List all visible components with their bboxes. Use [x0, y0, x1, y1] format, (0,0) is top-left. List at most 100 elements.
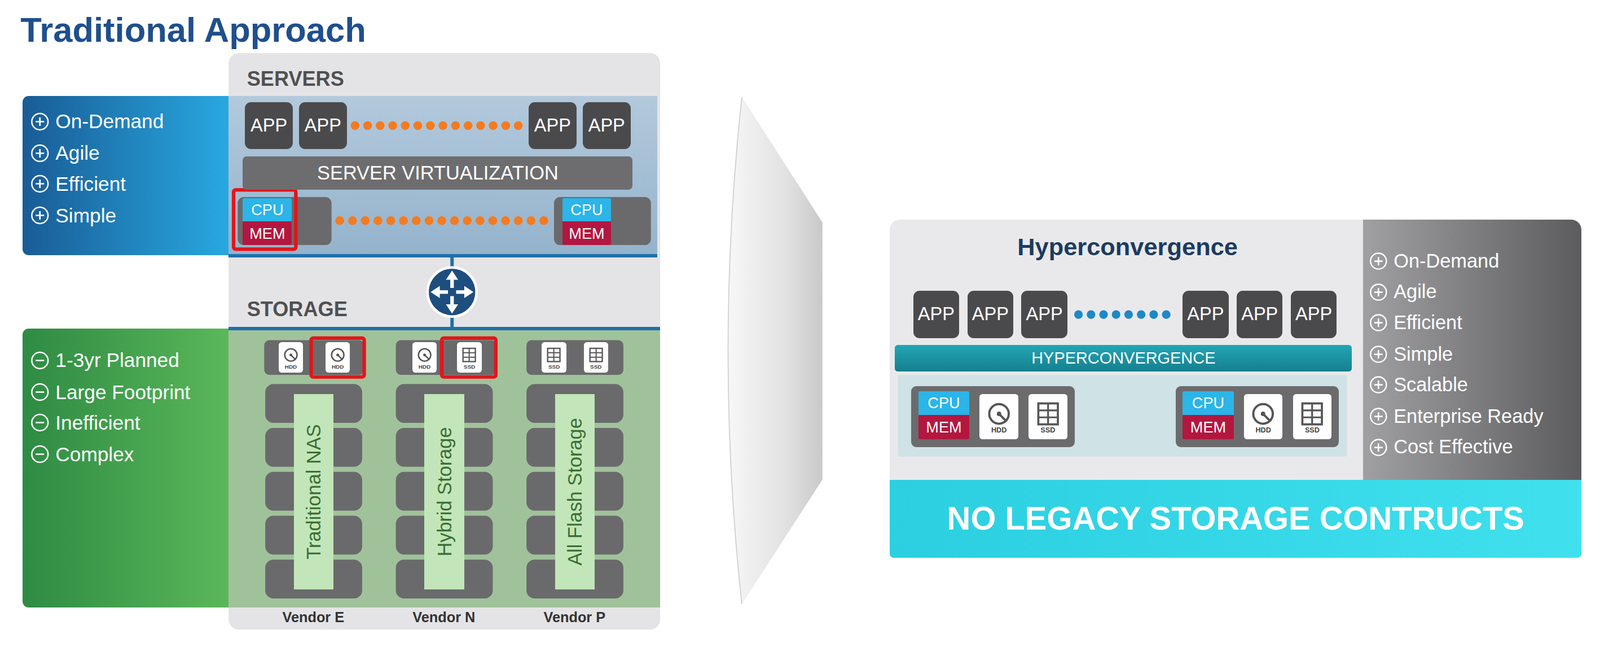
- list-text: On-Demand: [55, 110, 164, 134]
- box-text: APP: [1187, 304, 1224, 325]
- orange-dot: [488, 216, 498, 226]
- list-item: Scalable: [1369, 373, 1468, 397]
- chip-text: CPU: [927, 394, 960, 411]
- icon-bar: [1377, 257, 1380, 266]
- ssd-grid: [1302, 402, 1323, 424]
- list-item: Simple: [30, 203, 117, 227]
- chip-text: MEM: [249, 225, 285, 241]
- box-text: APP: [534, 115, 571, 136]
- ssd-body: [1038, 402, 1058, 424]
- icon-ring: [32, 207, 49, 224]
- box-text: HYPERCONVERGENCE: [1031, 349, 1216, 368]
- icon-bar: [1377, 349, 1380, 359]
- label-box: APP: [299, 102, 347, 149]
- icon-label: SSD: [1040, 426, 1056, 434]
- blue-dot: [1162, 309, 1171, 319]
- list-text: Enterprise Ready: [1393, 405, 1544, 428]
- icon-ring: [32, 175, 49, 192]
- hdd-icon: HDD: [1244, 393, 1283, 439]
- label-box: APP: [582, 102, 631, 149]
- cpu-mem-chip: CPUMEM: [562, 198, 612, 245]
- storage-array: All Flash Storage: [555, 393, 596, 589]
- icon-label: SSD: [463, 363, 476, 370]
- blue-dot: [1074, 309, 1083, 319]
- plus-icon: [1369, 252, 1388, 271]
- disk-shelf: [526, 471, 624, 511]
- box-text: NO LEGACY STORAGE CONTRUCTS: [947, 500, 1525, 537]
- disk-glyph: [1034, 400, 1062, 427]
- label-box: HYPERCONVERGENCE: [894, 344, 1352, 372]
- ssd-body: [589, 348, 602, 362]
- ssd-icon: SSD: [541, 341, 566, 373]
- feature-panel: On-DemandAgileEfficientSimple: [22, 95, 234, 256]
- vendor-label: Vendor E: [282, 609, 345, 626]
- orange-dot: [500, 216, 511, 226]
- vendor-label: Vendor N: [412, 609, 476, 626]
- router-arrowhead: [464, 285, 474, 298]
- plus-icon: [1369, 344, 1388, 364]
- list-item: Cost Effective: [1369, 435, 1513, 459]
- list-item: Large Footprint: [30, 380, 191, 404]
- list-item: Efficient: [1369, 311, 1463, 334]
- list-item: Agile: [30, 141, 100, 165]
- platter: [1253, 403, 1274, 424]
- icon-ring: [32, 352, 49, 369]
- region-heading: SERVERS: [247, 66, 345, 91]
- ssd-grid: [589, 348, 602, 362]
- orange-dot: [363, 121, 373, 131]
- region-panel: SERVERSAPPAPPAPPAPPSERVER VIRTUALIZATION…: [228, 95, 658, 258]
- orange-dot: [437, 216, 447, 226]
- box-text: APP: [1026, 304, 1063, 325]
- icon-bar: [39, 179, 42, 188]
- array-text: Hybrid Storage: [434, 426, 454, 556]
- router-arrowhead: [430, 285, 440, 298]
- plus-icon: [1369, 437, 1388, 457]
- head-arm: [999, 413, 1008, 422]
- label-box: APP: [913, 290, 960, 338]
- disk-glyph: [544, 345, 563, 364]
- icon-bar: [1377, 318, 1380, 327]
- blue-dot: [1111, 309, 1121, 319]
- head-arm: [424, 354, 430, 360]
- plus-icon: [1369, 407, 1388, 426]
- list-item: Agile: [1369, 280, 1437, 304]
- router-body: [427, 267, 477, 317]
- feature-panel: 1-3yr PlannedLarge FootprintInefficientC…: [22, 328, 234, 608]
- icon-bar: [35, 421, 45, 424]
- list-item: Inefficient: [30, 411, 140, 435]
- head-arm: [290, 354, 296, 360]
- list-text: Large Footprint: [55, 380, 191, 404]
- ssd-body: [1302, 402, 1323, 424]
- disk-shelf: [396, 427, 494, 467]
- disk-glyph: [1298, 400, 1326, 427]
- orange-dot: [399, 216, 409, 226]
- box-text: APP: [588, 115, 626, 136]
- icon-bar: [1377, 412, 1380, 421]
- icon-label: SSD: [548, 363, 560, 370]
- ssd-grid: [547, 348, 561, 362]
- router-icon: [427, 267, 477, 317]
- platter: [418, 348, 431, 362]
- box-text: APP: [250, 115, 288, 136]
- ssd-icon: SSD: [456, 341, 482, 373]
- plus-icon: [30, 174, 50, 194]
- icon-ring: [1370, 346, 1387, 363]
- orange-dot: [489, 121, 499, 131]
- icon-bar: [35, 453, 45, 455]
- orange-dot: [425, 121, 435, 131]
- cpu-block: CPU: [562, 198, 612, 222]
- icon-bar: [1377, 380, 1380, 390]
- plus-icon: [1369, 282, 1388, 302]
- box-text: APP: [1241, 304, 1278, 325]
- icon-bar: [35, 359, 45, 362]
- cluster-panel: HyperconvergenceAPPAPPAPPAPPAPPAPPHYPERC…: [889, 219, 1366, 480]
- icon-label: HDD: [991, 426, 1007, 434]
- icon-label: HDD: [1255, 426, 1271, 434]
- ssd-body: [547, 348, 561, 362]
- storage-array: Hybrid Storage: [424, 393, 465, 589]
- label-box: SERVER VIRTUALIZATION: [242, 156, 633, 191]
- host-tray: [554, 196, 652, 245]
- cpu-block: CPU: [918, 390, 970, 416]
- node-tray: HDDSSDCPUMEM: [1175, 385, 1339, 448]
